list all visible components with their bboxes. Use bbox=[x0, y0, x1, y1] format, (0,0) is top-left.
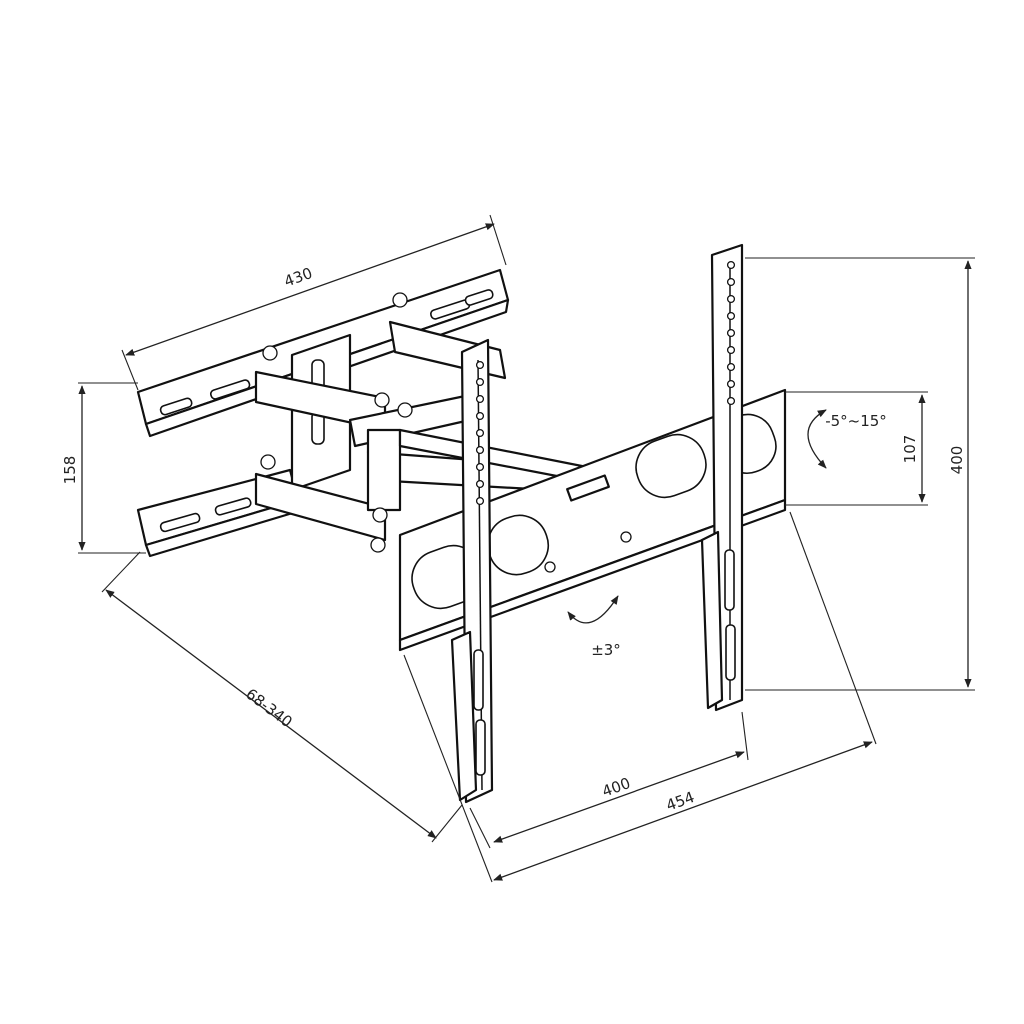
label-rail-gap: 107 bbox=[901, 435, 919, 464]
label-swivel-level: ±3° bbox=[591, 641, 621, 659]
left-vertical-rail bbox=[450, 338, 494, 804]
right-rail-holes bbox=[726, 260, 736, 406]
right-vertical-rail bbox=[700, 243, 744, 712]
label-rail-span: 454 bbox=[664, 788, 697, 815]
label-wall-plate-width: 430 bbox=[282, 264, 315, 291]
left-rail-holes bbox=[475, 360, 485, 506]
label-arm-extension: 68-340 bbox=[242, 685, 295, 731]
label-tilt-range: -5°~15° bbox=[825, 412, 887, 430]
dimension-lines bbox=[78, 214, 975, 883]
label-horizontal-vesa: 400 bbox=[600, 774, 633, 801]
label-vertical-vesa: 400 bbox=[948, 446, 966, 475]
label-wall-plate-height: 158 bbox=[61, 456, 79, 485]
